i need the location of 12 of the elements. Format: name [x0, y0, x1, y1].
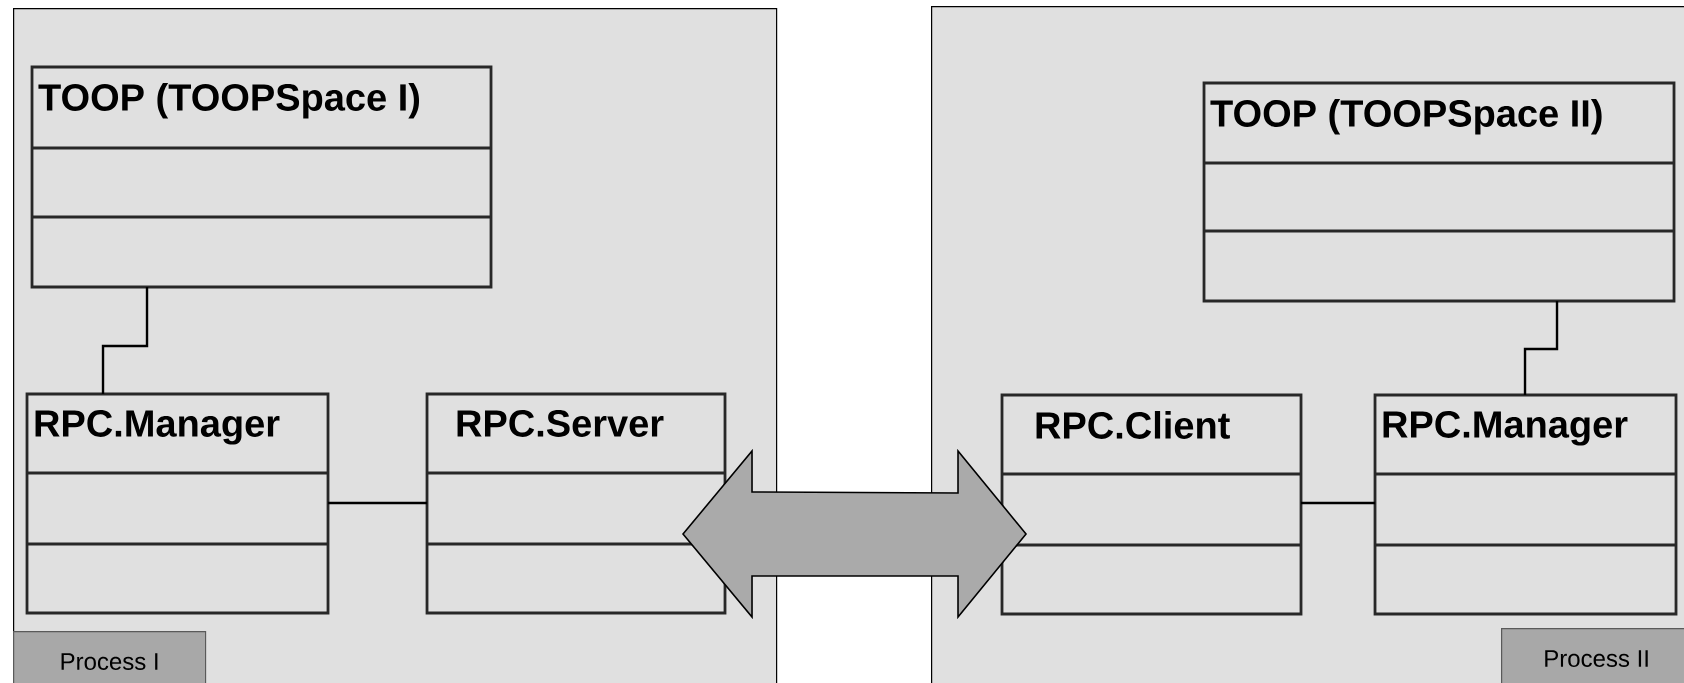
- process-tab: Process II: [1501, 628, 1684, 683]
- connector-line: [1301, 501, 1375, 505]
- process-tab: Process I: [13, 631, 207, 683]
- connector-line: [328, 501, 427, 505]
- class-box: RPC.Manager: [25, 392, 330, 615]
- class-box: TOOP (TOOPSpace I): [30, 65, 493, 289]
- class-box: TOOP (TOOPSpace II): [1202, 81, 1676, 303]
- connector-line: [101, 287, 149, 394]
- connector-line: [1523, 301, 1559, 395]
- class-box: RPC.Manager: [1373, 393, 1678, 616]
- class-box: RPC.Server: [425, 392, 727, 615]
- class-box: RPC.Client: [1000, 393, 1303, 616]
